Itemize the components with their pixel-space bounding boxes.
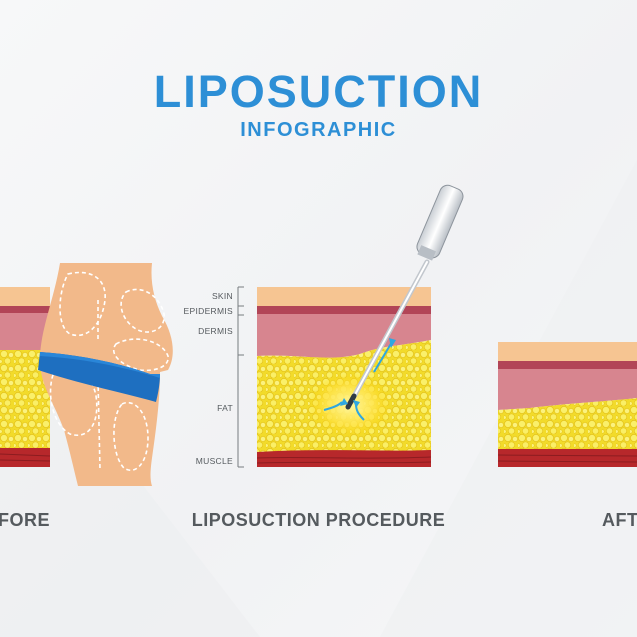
caption-before: BEFORE bbox=[0, 510, 51, 530]
page-subtitle: INFOGRAPHIC bbox=[240, 119, 397, 141]
label-skin: SKIN bbox=[211, 291, 233, 301]
after-skin-section bbox=[497, 342, 637, 467]
label-fat: FAT bbox=[217, 403, 233, 413]
procedure-skin-section bbox=[257, 287, 431, 467]
body-silhouette bbox=[38, 263, 173, 486]
layer-bracket bbox=[237, 286, 244, 468]
label-epidermis: EPIDERMIS bbox=[183, 306, 233, 316]
caption-procedure: LIPOSUCTION PROCEDURE bbox=[191, 510, 446, 530]
cannula-instrument bbox=[323, 184, 464, 421]
label-dermis: DERMIS bbox=[198, 326, 233, 336]
page-title: LIPOSUCTION bbox=[153, 66, 484, 117]
label-muscle: MUSCLE bbox=[195, 456, 233, 466]
caption-after: AFTER bbox=[602, 510, 637, 530]
